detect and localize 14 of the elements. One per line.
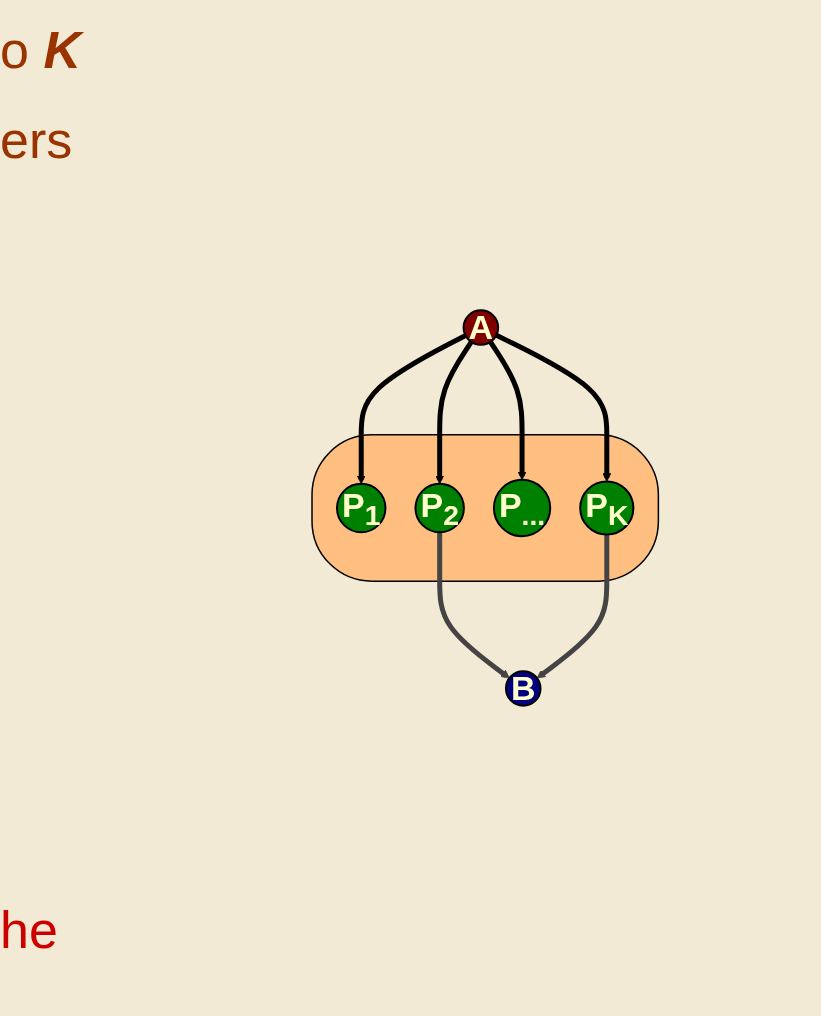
node-circle: A: [462, 309, 500, 346]
arrow: [437, 532, 511, 679]
slide-text: ers: [0, 110, 73, 170]
arrow: [488, 340, 527, 481]
arrow: [495, 333, 612, 482]
arrow: [435, 340, 474, 485]
node-circle: P$_{1}$: [336, 482, 387, 534]
slide-text: he: [0, 900, 58, 960]
node-circle: P$_{K}$: [579, 480, 635, 536]
node-circle: B: [505, 670, 542, 707]
node-circle: P$_{2}$: [414, 482, 466, 534]
arrow: [357, 333, 467, 485]
arrow: [537, 534, 610, 679]
node-circle: P$_{...}$: [493, 478, 552, 538]
